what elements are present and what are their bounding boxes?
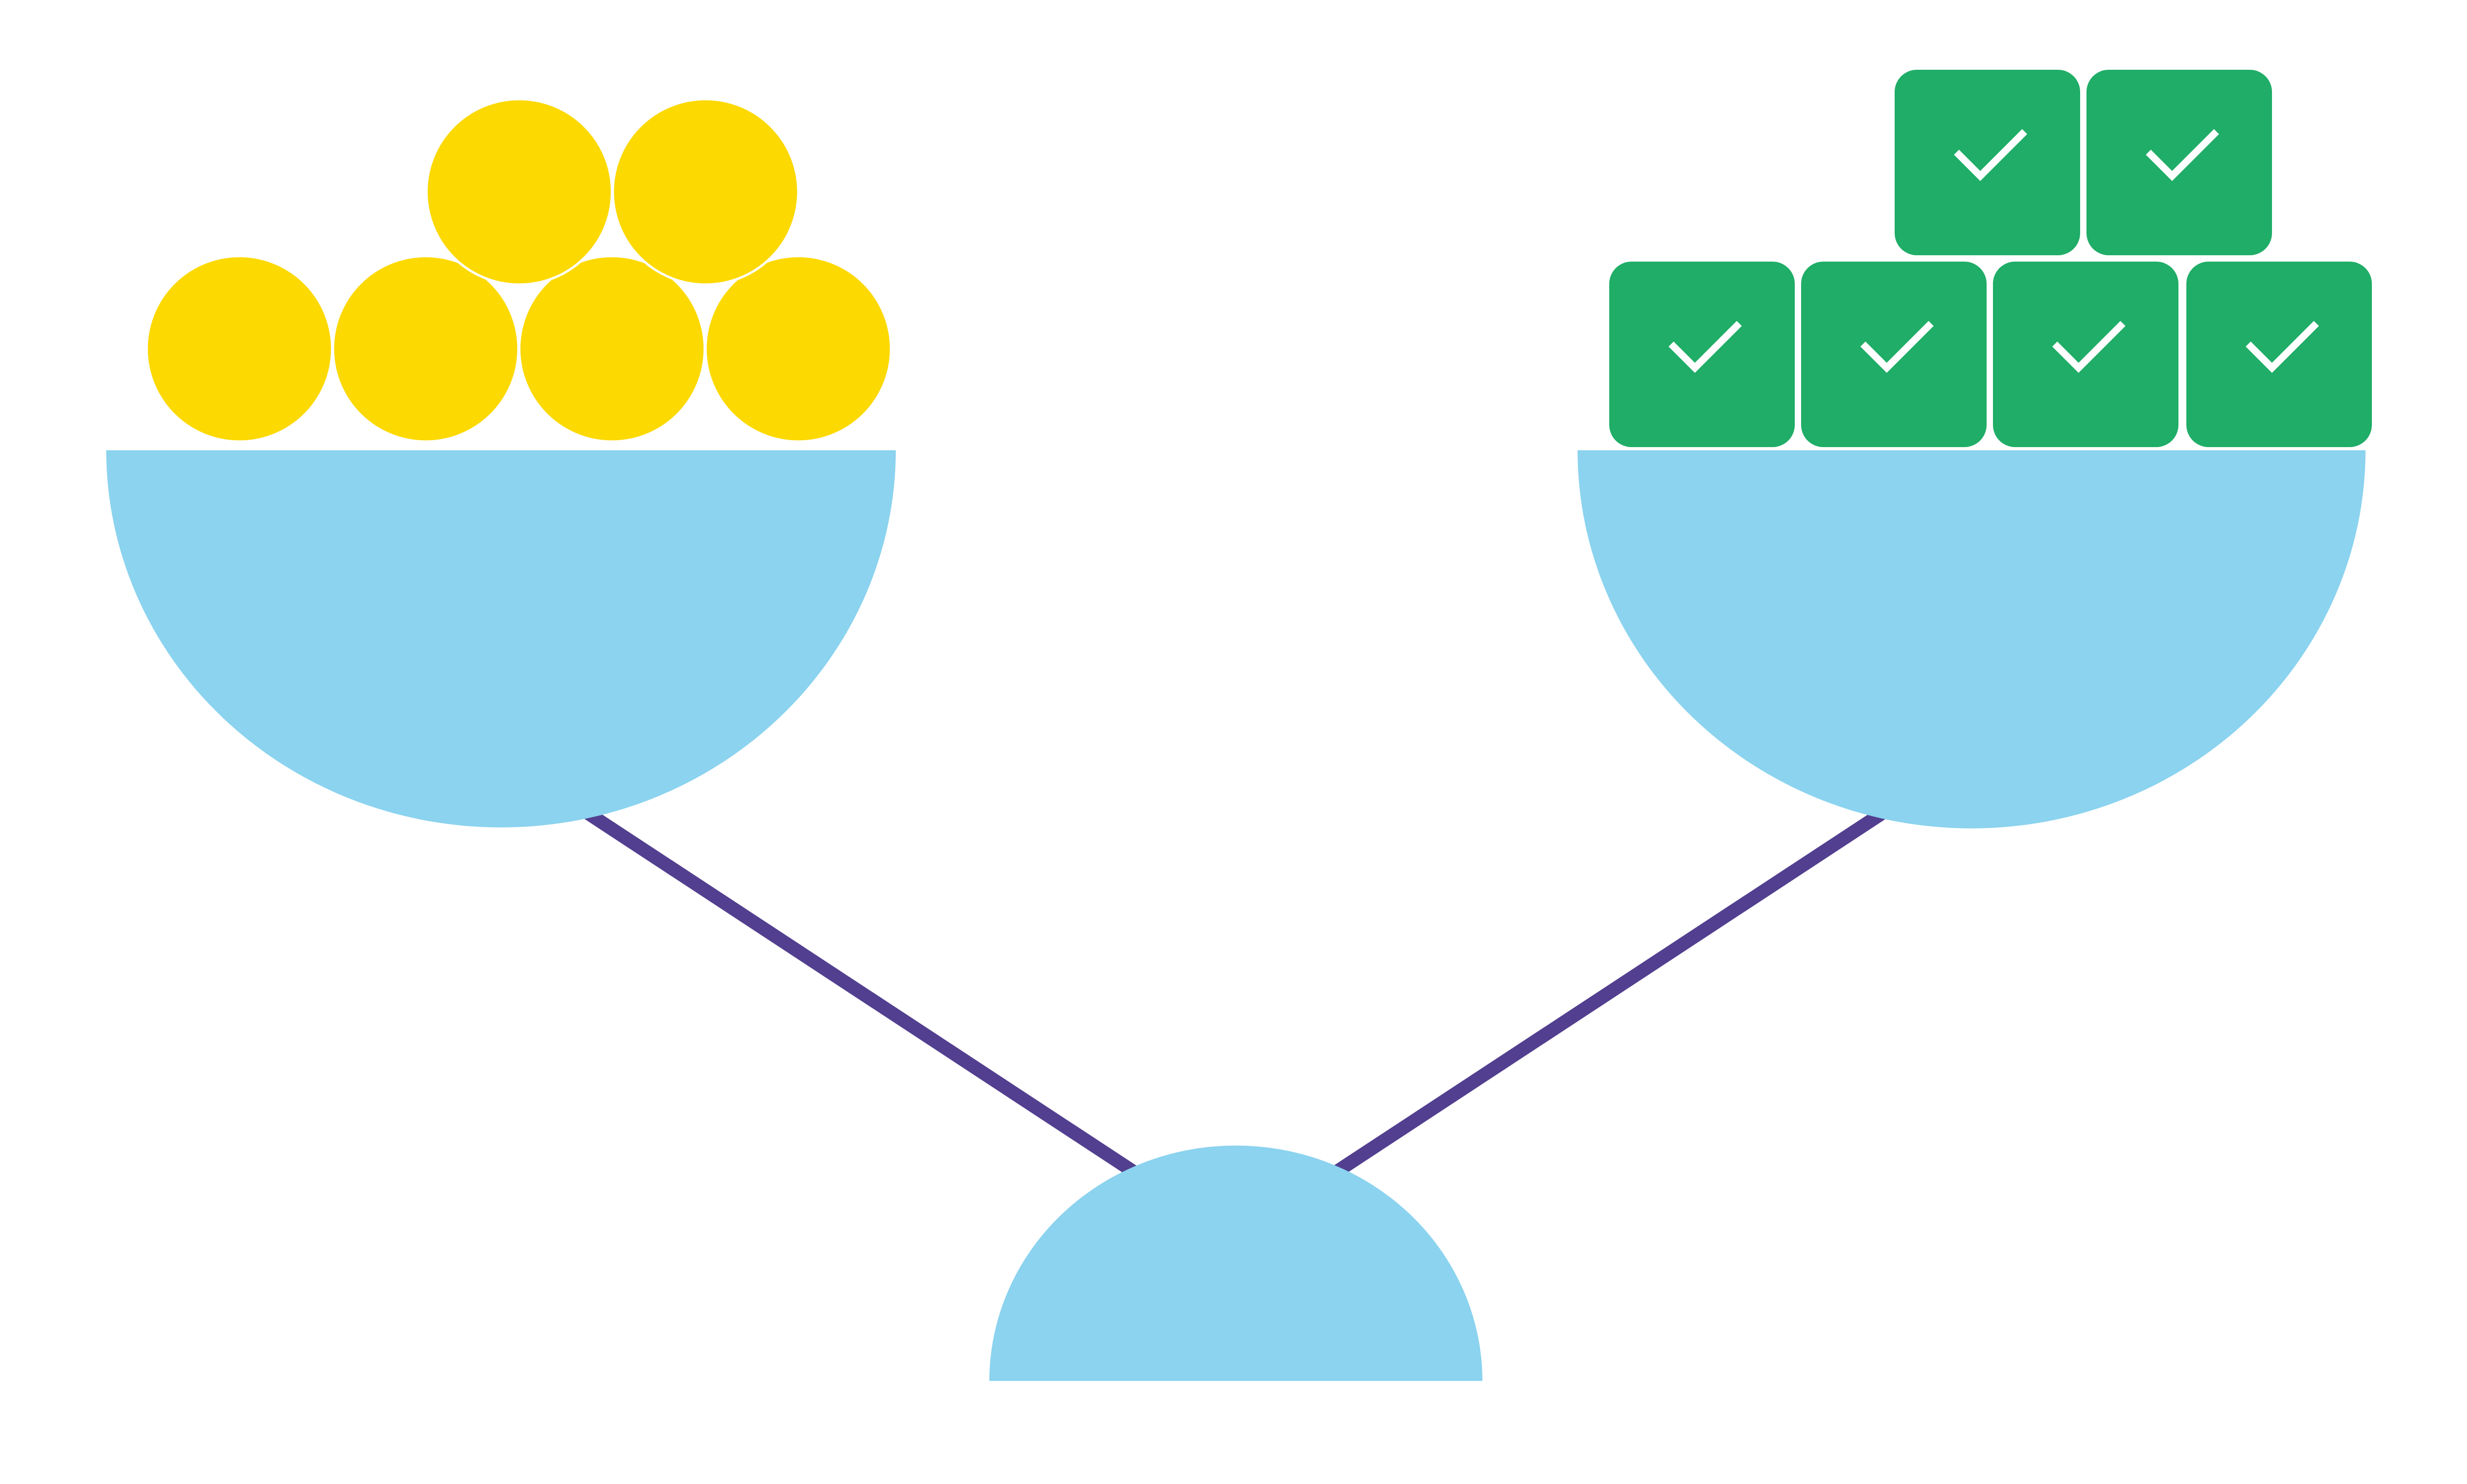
checkbox-tile — [1609, 262, 1795, 447]
beam-right-arm — [1323, 808, 1886, 1184]
checkbox-block — [1993, 262, 2178, 447]
check-icon — [2246, 321, 2319, 373]
check-icon — [1954, 129, 2027, 181]
check-icon — [2146, 129, 2219, 181]
checkbox-block — [1609, 262, 1795, 447]
checkbox-tile — [1895, 70, 2080, 255]
checkbox-block — [1895, 70, 2080, 255]
checkbox-block — [1801, 262, 1987, 447]
right-pan — [1578, 450, 2366, 829]
scale-beam — [584, 808, 1886, 1184]
coin — [331, 255, 520, 443]
left-pan — [106, 450, 896, 828]
beam-left-arm — [584, 808, 1147, 1184]
coin — [145, 255, 333, 443]
coin — [518, 255, 706, 443]
coin-stack — [145, 98, 893, 443]
check-icon — [1860, 321, 1934, 373]
checkbox-tile — [2186, 262, 2372, 447]
checkbox-tile — [1993, 262, 2178, 447]
checkbox-block — [2186, 262, 2372, 447]
check-icon — [1668, 321, 1742, 373]
scale-base — [989, 1145, 1482, 1381]
check-icon — [2052, 321, 2126, 373]
coin — [425, 98, 614, 286]
coin — [611, 98, 800, 286]
checkbox-tile — [2086, 70, 2272, 255]
checkbox-block — [2086, 70, 2272, 255]
checkbox-stack — [1609, 70, 2372, 447]
checkbox-tile — [1801, 262, 1987, 447]
coin — [704, 255, 893, 443]
